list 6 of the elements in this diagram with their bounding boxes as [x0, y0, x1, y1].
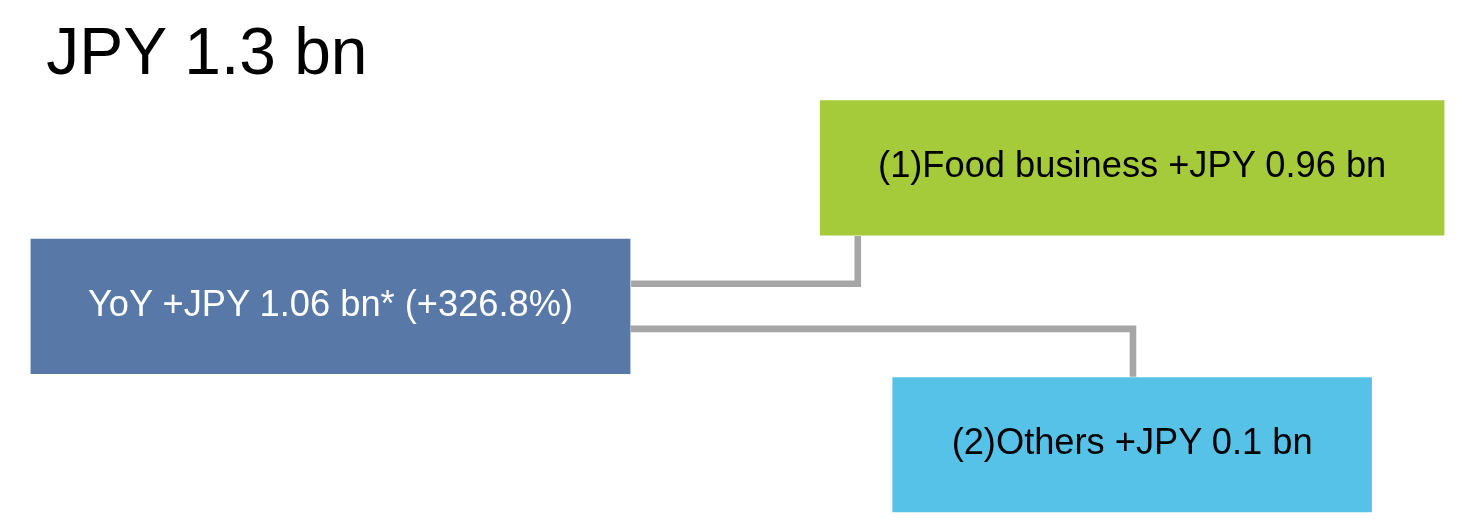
node-box: (1)Food business +JPY 0.96 bn: [819, 100, 1444, 236]
diagram-title: JPY 1.3 bn: [45, 14, 368, 88]
connector: [630, 236, 861, 288]
node-box: YoY +JPY 1.06 bn* (+326.8%): [30, 238, 630, 374]
node-box: (2)Others +JPY 0.1 bn: [891, 377, 1372, 513]
connector: [629, 325, 1136, 377]
